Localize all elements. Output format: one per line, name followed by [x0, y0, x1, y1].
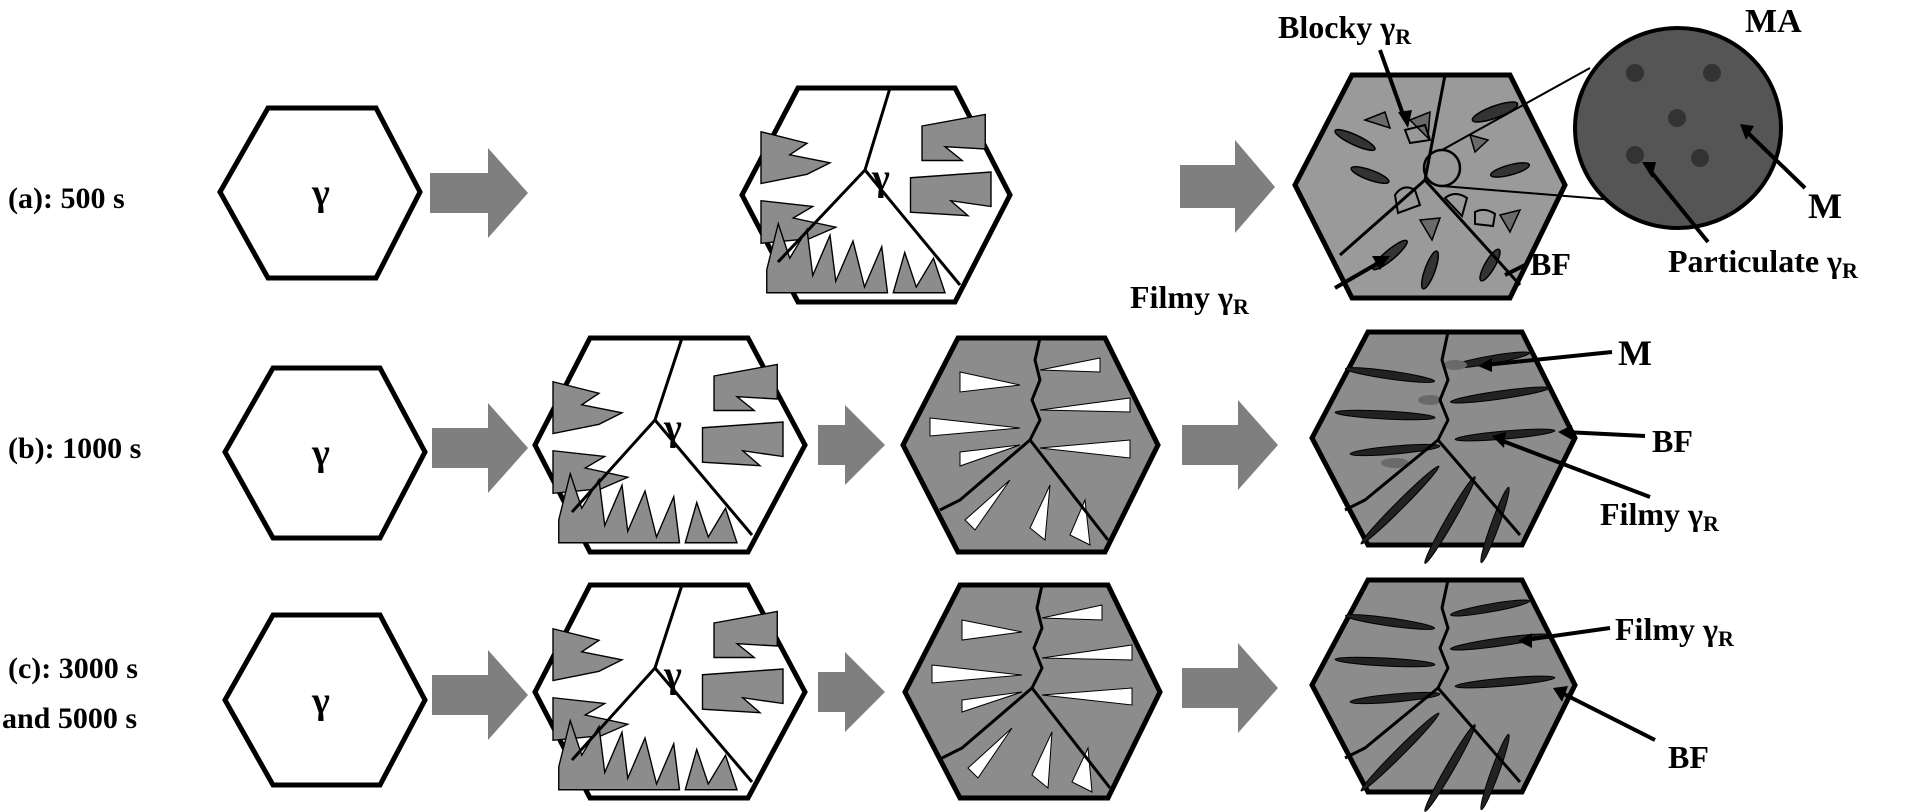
final-microstructure-grain-c — [1309, 577, 1578, 812]
process-arrow-b2 — [818, 405, 885, 485]
svg-text:M: M — [1808, 186, 1842, 226]
gamma-label-a2: γ — [871, 157, 890, 199]
svg-text:Particulate γR: Particulate γR — [1668, 243, 1859, 283]
row-label-c-line2: and 5000 s — [2, 702, 137, 735]
gamma-label-c: γ — [311, 680, 330, 722]
gamma-label-a: γ — [311, 172, 330, 214]
particulate-austenite-dot — [1668, 109, 1686, 127]
austenite-grain-c: γ — [222, 612, 428, 788]
svg-text:Blocky γR: Blocky γR — [1278, 9, 1412, 49]
annotation-bf-c: BF — [1553, 686, 1709, 775]
bainite-growth-grain-c — [902, 582, 1163, 801]
particulate-austenite-dot — [1703, 64, 1721, 82]
svg-text:Filmy γR: Filmy γR — [1615, 611, 1735, 651]
svg-text:BF: BF — [1530, 246, 1571, 282]
process-arrow-a2 — [1180, 140, 1275, 233]
ma-inset-title: MA — [1745, 3, 1802, 40]
process-arrow-b1 — [432, 403, 528, 493]
bainite-nucleation-grain-c: γ — [532, 582, 808, 801]
annotation-filmy-a: Filmy γR — [1130, 256, 1390, 319]
gamma-label-b: γ — [311, 432, 330, 474]
annotation-m-a: M — [1740, 124, 1842, 226]
bainite-growth-grain-b — [900, 335, 1161, 555]
svg-text:BF: BF — [1668, 739, 1709, 775]
row-label-b: (b): 1000 s — [8, 432, 141, 465]
annotation-filmy-b: Filmy γR — [1492, 432, 1720, 536]
final-microstructure-grain-a — [1292, 72, 1568, 301]
particulate-austenite-dot — [1626, 64, 1644, 82]
gamma-label-b2: γ — [663, 407, 682, 449]
bainite-nucleation-grain-a: γ — [739, 85, 1013, 305]
annotation-bf-b: BF — [1558, 423, 1693, 459]
row-label-a: (a): 500 s — [8, 182, 125, 215]
ma-island-inset: MA — [1441, 3, 1802, 230]
svg-text:Filmy γR: Filmy γR — [1130, 279, 1250, 319]
gamma-label-c2: γ — [663, 654, 682, 696]
process-arrow-c1 — [432, 650, 528, 740]
annotation-bf-a: BF — [1504, 246, 1571, 282]
svg-text:BF: BF — [1652, 423, 1693, 459]
process-arrow-b3 — [1182, 400, 1278, 490]
annotation-particulate-a: Particulate γR — [1642, 162, 1859, 283]
svg-text:M: M — [1618, 333, 1652, 373]
annotation-blocky-a: Blocky γR — [1278, 9, 1412, 128]
annotation-filmy-c: Filmy γR — [1518, 611, 1735, 651]
austenite-grain-b: γ — [222, 365, 428, 541]
annotation-m-b: M — [1478, 333, 1652, 373]
particulate-austenite-dot — [1626, 146, 1644, 164]
svg-text:Filmy γR: Filmy γR — [1600, 496, 1720, 536]
process-arrow-c2 — [818, 652, 885, 732]
final-microstructure-grain-b — [1309, 329, 1578, 564]
process-arrow-a1 — [430, 148, 528, 238]
particulate-austenite-dot — [1691, 149, 1709, 167]
row-label-c-line1: (c): 3000 s — [8, 652, 138, 685]
bainite-nucleation-grain-b: γ — [532, 335, 808, 555]
process-arrow-c3 — [1182, 643, 1278, 733]
austenite-grain-a: γ — [217, 105, 423, 281]
